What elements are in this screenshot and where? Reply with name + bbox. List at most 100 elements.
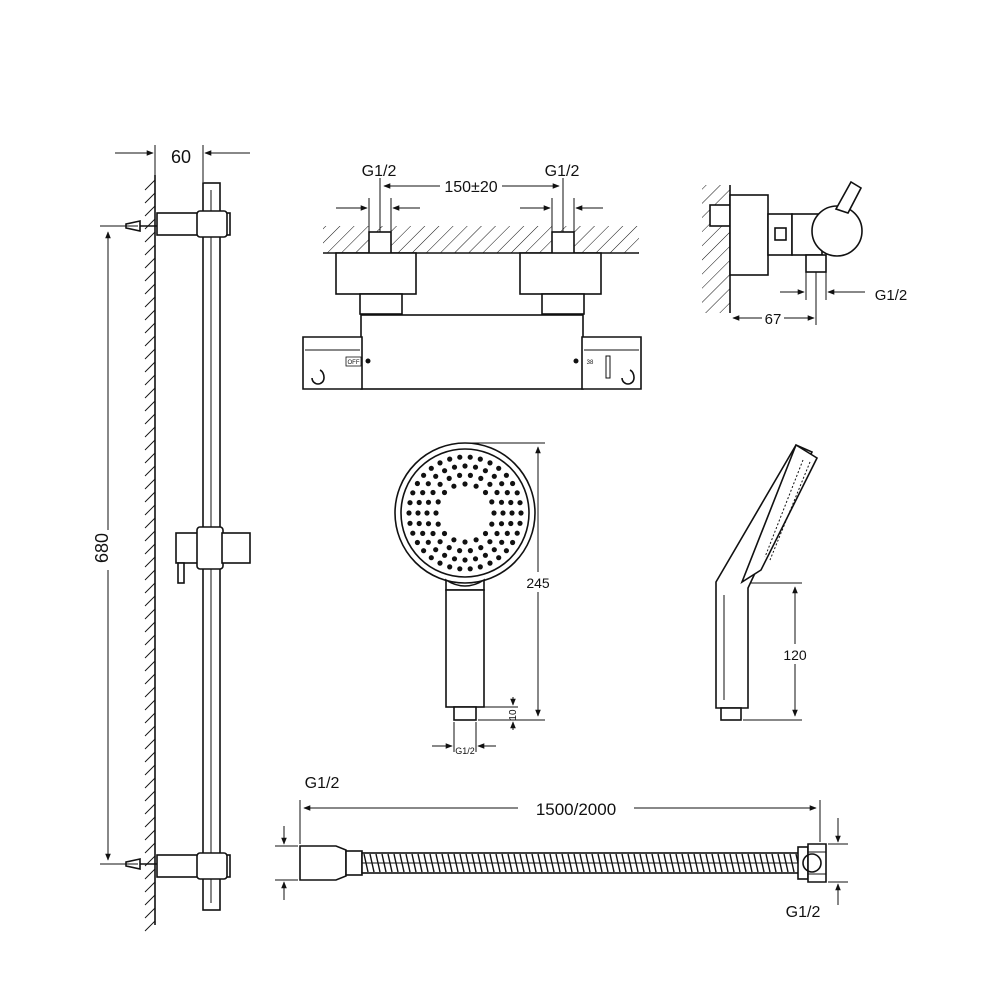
wall-hatch-line bbox=[144, 686, 156, 698]
nozzle-dot bbox=[457, 548, 463, 554]
nozzle-dot bbox=[491, 510, 497, 516]
nozzle-dot bbox=[508, 499, 514, 506]
wall-hatch-line bbox=[144, 556, 156, 568]
nozzle-dot bbox=[433, 510, 439, 516]
nozzle-dot bbox=[435, 499, 441, 505]
wall-hatch-line bbox=[144, 426, 156, 438]
hand-shower-side-view: 120 bbox=[715, 443, 819, 721]
handset-side-dim: 120 bbox=[783, 647, 807, 663]
wall-hatch-line bbox=[144, 647, 156, 659]
nozzle-dot bbox=[442, 468, 448, 474]
nozzle-dot bbox=[503, 548, 509, 554]
nozzle-dot bbox=[499, 481, 505, 487]
wall-hatch-line bbox=[144, 361, 156, 373]
wall-hatch-line bbox=[144, 582, 156, 594]
nozzle-dot bbox=[504, 490, 510, 496]
wall-hatch-line bbox=[144, 530, 156, 542]
nozzle-dot bbox=[420, 490, 426, 496]
top-screw bbox=[125, 220, 141, 232]
bottom-bracket-clamp bbox=[196, 852, 228, 880]
nozzle-dot bbox=[410, 530, 416, 536]
wall-hatch-line bbox=[144, 413, 156, 425]
hose-view: 1500/2000 G1/2 G1/2 bbox=[275, 775, 848, 921]
hose-right-nut bbox=[807, 843, 827, 883]
inlet-left-thread bbox=[368, 231, 392, 255]
nozzle-dot bbox=[447, 456, 453, 462]
wall-hatch-line bbox=[144, 309, 156, 321]
nozzle-dot bbox=[489, 499, 495, 505]
wall-hatch-line bbox=[144, 283, 156, 295]
wall-hatch-line bbox=[144, 205, 156, 217]
nozzle-dot bbox=[441, 530, 448, 537]
nozzle-dot bbox=[428, 465, 434, 471]
valve-side-view: G1/2 67 bbox=[702, 180, 907, 328]
slider-pin bbox=[177, 562, 185, 584]
shower-head-inner bbox=[400, 448, 530, 578]
nozzle-dot bbox=[467, 566, 473, 572]
hose-left-collar bbox=[345, 850, 363, 876]
wall-hatch-line bbox=[144, 777, 156, 789]
nozzle-dot bbox=[467, 454, 473, 460]
nozzle-dot bbox=[498, 521, 505, 527]
nozzle-dot bbox=[517, 500, 523, 506]
nozzle-dot bbox=[451, 537, 457, 543]
nozzle-dot bbox=[442, 552, 448, 558]
nozzle-dot bbox=[430, 489, 436, 496]
nozzle-dot bbox=[482, 468, 488, 474]
wall-hatch-line bbox=[144, 660, 156, 672]
nozzle-dot bbox=[421, 548, 427, 554]
inlet-right-thread bbox=[551, 231, 575, 255]
nozzle-dot bbox=[425, 481, 431, 487]
wall-hatch-line bbox=[144, 699, 156, 711]
wall-hatch-line bbox=[144, 504, 156, 516]
nozzle-dot bbox=[462, 463, 468, 469]
nozzle-dot bbox=[482, 489, 489, 496]
wall-hatch-line bbox=[144, 673, 156, 685]
hose-left-fitting bbox=[299, 845, 347, 881]
nozzle-dot bbox=[407, 520, 413, 526]
wall-hatch-line bbox=[144, 725, 156, 737]
left-cover bbox=[335, 252, 417, 295]
left-nut bbox=[359, 293, 403, 315]
nozzle-dot bbox=[425, 499, 432, 505]
nozzle-dot bbox=[473, 483, 479, 489]
nozzle-dot bbox=[467, 548, 473, 554]
nozzle-dot bbox=[437, 539, 443, 545]
right-cover bbox=[519, 252, 602, 295]
slider-holder bbox=[175, 532, 199, 564]
nozzle-dot bbox=[496, 555, 502, 561]
valve-front-view: OFF 38 G1/2 G1/2 150±20 bbox=[302, 163, 642, 390]
nozzle-dot bbox=[503, 472, 509, 478]
nozzle-dot bbox=[487, 539, 493, 545]
nozzle-dot bbox=[478, 545, 484, 551]
nozzle-dot bbox=[406, 510, 412, 516]
nozzle-dot bbox=[451, 556, 458, 562]
wall-hatch-line bbox=[144, 894, 156, 906]
wall-hatch-line bbox=[144, 439, 156, 451]
wall-hatch-line bbox=[144, 387, 156, 399]
right-nut bbox=[541, 293, 585, 315]
nozzle-dot bbox=[420, 530, 426, 537]
nozzle-dot bbox=[414, 539, 420, 546]
wall-hatch-line bbox=[144, 790, 156, 802]
nozzle-dot bbox=[508, 520, 514, 527]
wall-hatch-line bbox=[144, 322, 156, 334]
shower-nozzles bbox=[406, 454, 524, 572]
nozzle-dot bbox=[477, 456, 483, 462]
wall-hatch-line bbox=[144, 192, 156, 204]
nozzle-dot bbox=[446, 545, 452, 551]
side-lever bbox=[834, 180, 863, 214]
valve-off-label: OFF bbox=[348, 360, 360, 366]
nozzle-dot bbox=[435, 521, 441, 527]
valve-body bbox=[360, 314, 584, 390]
wall-hatch-line bbox=[144, 907, 156, 919]
nozzle-dot bbox=[472, 556, 479, 562]
nozzle-dot bbox=[518, 510, 524, 516]
wall-hatch-line bbox=[144, 621, 156, 633]
rail-width-dim: 60 bbox=[171, 147, 191, 167]
wall-hatch-line bbox=[144, 491, 156, 503]
nozzle-dot bbox=[414, 480, 420, 487]
shower-thread bbox=[453, 706, 477, 721]
wall-hatch-line bbox=[144, 764, 156, 776]
wall-hatch-line bbox=[144, 634, 156, 646]
